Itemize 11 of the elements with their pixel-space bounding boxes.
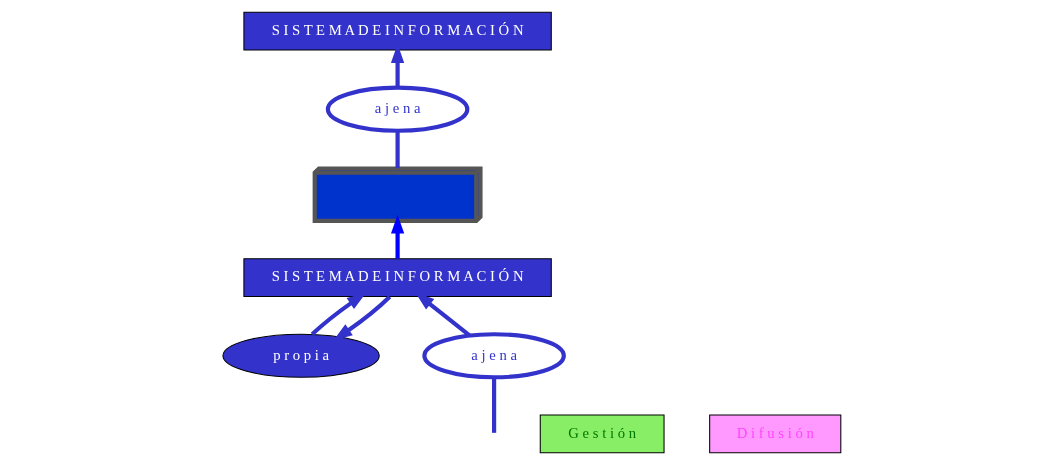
arrow xyxy=(390,214,405,259)
arrow xyxy=(333,295,392,341)
connector xyxy=(395,130,400,169)
node-ellipse: a j e n a xyxy=(422,332,566,380)
node-box: G e s t i ó n xyxy=(539,414,665,454)
connector xyxy=(492,377,497,433)
node-box: D i f u s i ó n xyxy=(709,414,842,454)
node-box: S I S T E M A D E I N F O R M A C I Ó N xyxy=(243,11,552,51)
node-ellipse: a j e n a xyxy=(325,85,470,133)
node-box: S I S T E M A D E I N F O R M A C I Ó N xyxy=(243,258,552,297)
node-ellipse: p r o p i a xyxy=(222,333,380,378)
